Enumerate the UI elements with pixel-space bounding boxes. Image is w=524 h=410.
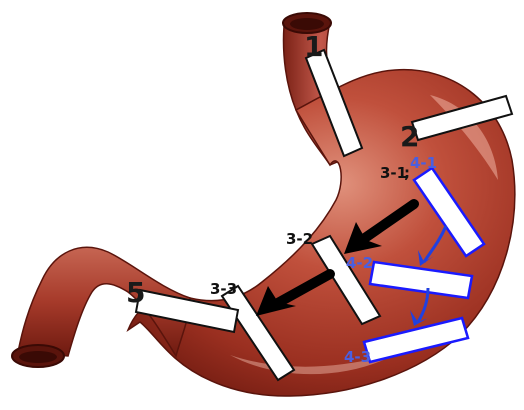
duodenum-lumen — [19, 351, 57, 363]
label-4-1: 4-1 — [410, 154, 437, 172]
label-2: 2 — [400, 120, 419, 153]
label-3-2: 3-2 — [286, 230, 313, 248]
label-3-3: 3-3 — [210, 280, 237, 298]
esophagus-lumen — [290, 18, 324, 30]
label-4-3: 4-3 — [344, 348, 371, 366]
label-1: 1 — [304, 30, 323, 63]
label-4-2: 4-2 — [346, 254, 373, 272]
label-5: 5 — [126, 276, 145, 309]
